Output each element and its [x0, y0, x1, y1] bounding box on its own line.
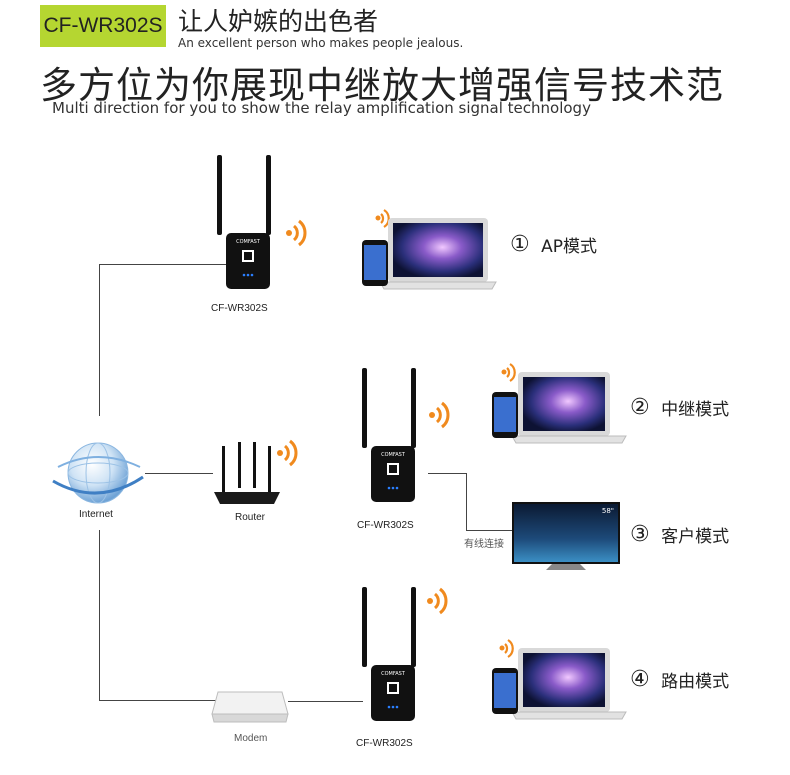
subheadline: Multi direction for you to show the rela…: [52, 99, 591, 117]
mode-text: AP模式: [541, 237, 598, 257]
trunk-line-upper: [99, 264, 100, 416]
tv-size-label: 58": [602, 507, 614, 515]
internet-label: Internet: [79, 509, 113, 520]
laptop-phone-icon-4: [492, 639, 627, 720]
wifi-signal-icon-mid: [429, 401, 450, 429]
model-badge: CF-WR302S: [40, 5, 166, 47]
wifi-signal-icon-router: [277, 439, 298, 467]
branch-line-top: [99, 264, 227, 265]
router-label: Router: [235, 512, 266, 523]
mode-number: ④: [630, 667, 650, 692]
laptop-phone-icon-2: [492, 363, 627, 444]
slogan-chinese: 让人妒嫉的出色者: [178, 7, 379, 36]
repeater-label-bottom: CF-WR302S: [356, 738, 413, 749]
brand-text: COMFAST: [236, 239, 261, 245]
repeater-device-top: COMFAST: [217, 155, 271, 289]
branch-line-modem: [99, 700, 217, 701]
modem-icon: [211, 691, 289, 723]
link-repeater-tv-h: [428, 473, 466, 474]
mode-label-router: ④ 路由模式: [630, 667, 729, 692]
link-repeater-tv-h2: [466, 530, 512, 531]
mode-label-relay: ② 中继模式: [630, 395, 729, 420]
repeater-label-top: CF-WR302S: [211, 303, 268, 314]
mode-text: 中继模式: [661, 400, 730, 420]
mode-number: ①: [510, 232, 530, 257]
mode-text: 客户模式: [661, 527, 730, 547]
mode-number: ③: [630, 522, 650, 547]
link-repeater-tv-v: [466, 473, 467, 530]
repeater-device-bottom: COMFAST: [362, 587, 416, 721]
mode-label-ap: ① AP模式: [510, 232, 597, 257]
router-icon: [214, 442, 280, 504]
laptop-phone-icon-1: [362, 209, 497, 290]
headline: 多方位为你展现中继放大增强信号技术范: [40, 64, 724, 107]
tv-icon: 58": [512, 502, 620, 570]
mode-number: ②: [630, 395, 650, 420]
wifi-signal-icon-bottom: [427, 587, 448, 615]
trunk-line-lower: [99, 530, 100, 701]
mode-label-client: ③ 客户模式: [630, 522, 729, 547]
globe-icon: [52, 442, 144, 504]
repeater-label-mid: CF-WR302S: [357, 520, 414, 531]
brand-text: COMFAST: [381, 671, 406, 677]
mode-text: 路由模式: [661, 672, 730, 692]
wifi-signal-icon-top: [286, 219, 307, 247]
wired-connection-label: 有线连接: [464, 539, 504, 550]
repeater-device-mid: COMFAST: [362, 368, 416, 502]
link-internet-router: [145, 473, 213, 474]
slogan-english: An excellent person who makes people jea…: [178, 36, 464, 50]
link-modem-repeater: [288, 701, 363, 702]
brand-text: COMFAST: [381, 452, 406, 458]
modem-label: Modem: [234, 733, 268, 744]
